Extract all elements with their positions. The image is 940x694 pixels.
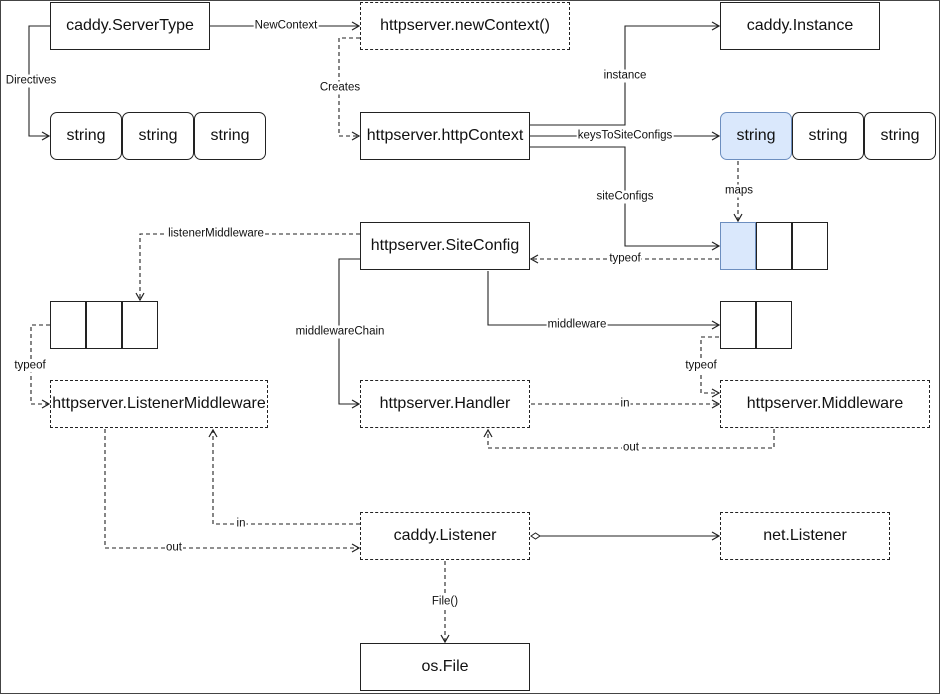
- node-caddy-listener[interactable]: caddy.Listener: [360, 512, 530, 560]
- node-new-context[interactable]: httpserver.newContext(): [360, 2, 570, 50]
- node-http-context[interactable]: httpserver.httpContext: [360, 112, 530, 160]
- edge-middleware: [487, 271, 721, 330]
- edge-label-middleware-chain: middlewareChain: [294, 325, 386, 339]
- middleware-array-cell[interactable]: [756, 301, 792, 349]
- edge-label-newcontext: NewContext: [253, 19, 319, 33]
- edge-in-listener: [208, 428, 360, 525]
- edge-label-typeof-listener: typeof: [13, 359, 47, 373]
- listener-middleware-array-cell[interactable]: [122, 301, 158, 349]
- edge-label-keys-to-site-configs: keysToSiteConfigs: [576, 129, 674, 143]
- edge-label-in-listener: in: [235, 517, 247, 531]
- node-os-file[interactable]: os.File: [360, 643, 530, 691]
- node-listener-middleware[interactable]: httpserver.ListenerMiddleware: [50, 380, 268, 428]
- edge-label-listener-middleware: listenerMiddleware: [167, 227, 265, 241]
- edge-label-maps: maps: [723, 184, 755, 198]
- edge-label-typeof-middleware: typeof: [684, 359, 718, 373]
- edge-listener-middleware: [135, 233, 360, 302]
- node-caddy-instance[interactable]: caddy.Instance: [720, 2, 880, 50]
- key-string-cell[interactable]: string: [792, 112, 864, 160]
- edge-out-listener: [104, 429, 361, 553]
- listener-middleware-array-cell[interactable]: [86, 301, 122, 349]
- string-cell[interactable]: string: [122, 112, 194, 160]
- edge-label-typeof-site: typeof: [608, 252, 642, 266]
- edge-label-directives: Directives: [4, 74, 58, 88]
- key-string-cell[interactable]: string: [864, 112, 936, 160]
- edge-label-out-handler: out: [622, 441, 640, 455]
- node-caddy-server-type[interactable]: caddy.ServerType: [50, 2, 210, 50]
- edge-label-out-listener: out: [165, 541, 183, 555]
- key-string-cell[interactable]: string: [720, 112, 792, 160]
- edge-label-instance: instance: [602, 69, 648, 83]
- edge-label-file: File(): [430, 595, 460, 609]
- node-handler[interactable]: httpserver.Handler: [360, 380, 530, 428]
- site-configs-array-cell[interactable]: [720, 222, 756, 270]
- string-cell[interactable]: string: [50, 112, 122, 160]
- site-configs-array-cell[interactable]: [792, 222, 828, 270]
- node-site-config[interactable]: httpserver.SiteConfig: [360, 222, 530, 270]
- middleware-array-cell[interactable]: [720, 301, 756, 349]
- edge-label-middleware: middleware: [546, 318, 608, 332]
- string-cell[interactable]: string: [194, 112, 266, 160]
- node-middleware[interactable]: httpserver.Middleware: [720, 380, 930, 428]
- site-configs-array-cell[interactable]: [756, 222, 792, 270]
- edge-label-site-configs: siteConfigs: [595, 190, 655, 204]
- edge-label-creates: Creates: [318, 81, 362, 95]
- edge-label-in-handler: in: [619, 397, 631, 411]
- node-net-listener[interactable]: net.Listener: [720, 512, 890, 560]
- listener-middleware-array-cell[interactable]: [50, 301, 86, 349]
